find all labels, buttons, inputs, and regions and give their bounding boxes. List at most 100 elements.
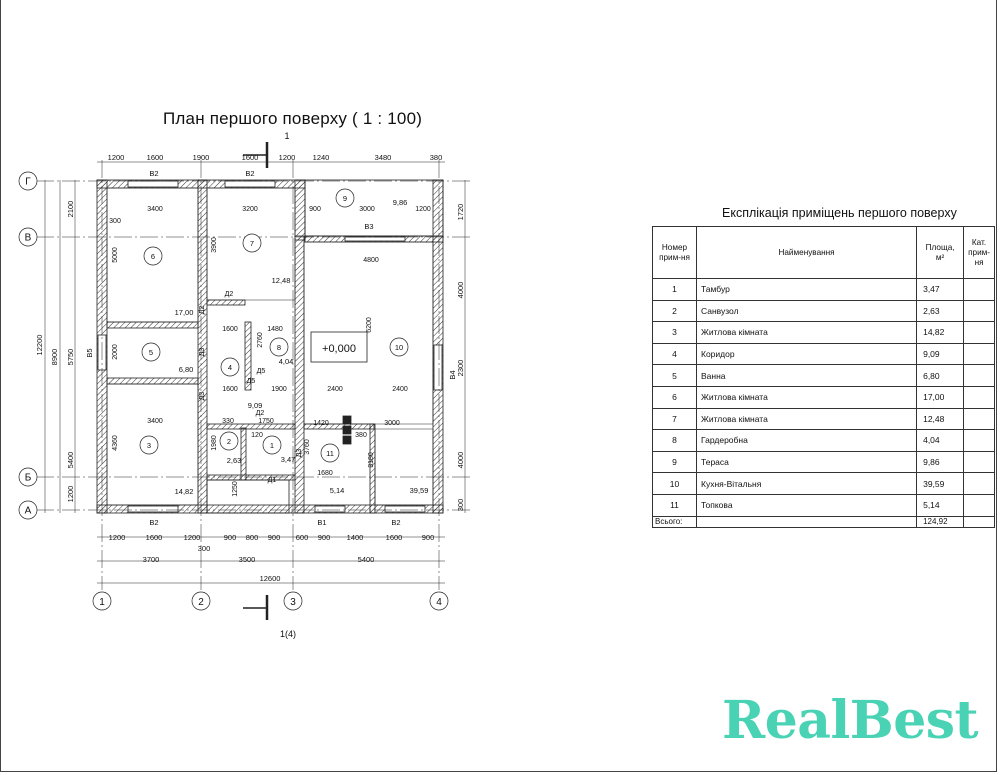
section-mark-top: 1 [284,131,289,141]
room-number: 7 [250,239,254,248]
dim-left-total: 12200 [35,335,44,356]
axis-label-row: Г [25,177,31,188]
room-number: 2 [227,437,231,446]
room-area: 17,00 [175,308,194,317]
room-number: 9 [343,194,347,203]
axis-label-row: Б [25,473,32,484]
window-label-bottom: B1 [317,518,326,527]
dim-bottom: 900 [422,533,435,542]
total-label: Всього: [652,515,697,528]
dim-top: 1200 [108,153,125,162]
dim-bottom: 800 [246,533,259,542]
inner-wall-e [106,321,199,329]
table-cell-name: Тераса [695,450,918,474]
room-area: 9,86 [393,198,408,207]
door-label: Д3 [199,392,206,401]
room-number: 11 [326,449,334,458]
door-label: Д3 [199,348,206,357]
dim-inner: 3760 [304,439,311,455]
dim-top: 380 [430,153,443,162]
window-label-top: B3 [364,222,373,231]
door-label: Д3 [296,449,303,458]
dim-inner: 1420 [313,420,329,427]
table-cell-area: 14,82 [916,321,965,344]
dim-bottom: 900 [318,533,331,542]
table-cell-area: 4,04 [916,429,965,452]
room-area: 12,48 [272,276,291,285]
room-area: 3,47 [281,455,296,464]
dim-bottom: 1200 [109,533,126,542]
table-cell-area: 6,80 [916,364,965,387]
table-cell-name: Житлова кімната [695,385,918,409]
section-mark-bottom: 1(4) [280,629,296,639]
table-cell-name: Житлова кімната [695,407,918,431]
room-number: 5 [149,348,153,357]
level-mark: +0,000 [322,343,356,355]
table-cell-cat [963,407,995,431]
dim-bottom: 1600 [146,533,163,542]
room-area: 5,14 [330,486,345,495]
table-cell-name: Гардеробна [695,429,918,452]
room-area: 14,82 [175,487,194,496]
room-number: 6 [151,252,155,261]
axis-bubble-row [18,500,38,520]
window-label-left: B5 [85,348,94,357]
axis-bubble-row [18,171,38,191]
dim-inner: 3200 [242,206,258,213]
dim-inner: 1600 [222,326,238,333]
dim-inner: 1750 [258,418,274,425]
dim-inner: 1980 [211,435,218,451]
header-num: Номер прим-ня [652,226,697,279]
dim-right: 2300 [456,360,465,377]
room-number-circle [269,337,289,357]
dim-bottom-axis: 3700 [143,555,160,564]
dim-bottom-total: 12600 [260,574,281,583]
table-cell-num: 4 [652,342,697,366]
window-label-bottom: B2 [149,518,158,527]
table-cell-num: 6 [652,385,697,409]
dim-left: 5400 [66,452,75,469]
dim-top: 1240 [313,153,330,162]
room-number: 3 [147,441,151,450]
door-label: Д1 [268,477,277,484]
table-cell-cat [963,278,995,301]
dim-inner: 2400 [327,386,343,393]
inner-wall-m [206,299,246,306]
dim-inner: 330 [222,418,234,425]
dim-inner: 2000 [112,344,119,360]
room-number-circle [141,342,161,362]
table-cell-num: 5 [652,364,697,387]
dim-inner: 3180 [368,452,375,468]
room-number-circle [219,431,239,451]
table-cell-name: Коридор [695,342,918,366]
dim-right: 300 [456,499,465,512]
door-label: Д2 [225,291,234,298]
table-cell-name: Житлова кімната [695,321,918,344]
inner-wall-a [197,179,208,514]
inner-wall-b [294,235,305,514]
room-area: 39,59 [410,486,429,495]
dim-inner: 900 [309,206,321,213]
dim-bottom: 1400 [347,533,364,542]
dim-inner: 300 [109,218,121,225]
window-label-right: B4 [448,370,457,379]
header-area: Площа, м² [916,226,965,279]
room-number-circle [320,443,340,463]
table-total-row: Всього:124,92 [652,515,995,528]
axis-label-col: 3 [290,597,296,608]
door-label: Д5 [247,378,256,385]
dim-left: 2100 [66,201,75,218]
dim-inner: 2400 [392,386,408,393]
room-area: 4,04 [279,357,294,366]
door-label: Д2 [199,306,206,315]
axis-bubble-col [92,591,112,611]
room-number-circle [242,233,262,253]
table-cell-num: 8 [652,429,697,452]
dim-inner: 4800 [363,257,379,264]
inner-wall-c [294,179,306,241]
window-label-bottom: B2 [391,518,400,527]
